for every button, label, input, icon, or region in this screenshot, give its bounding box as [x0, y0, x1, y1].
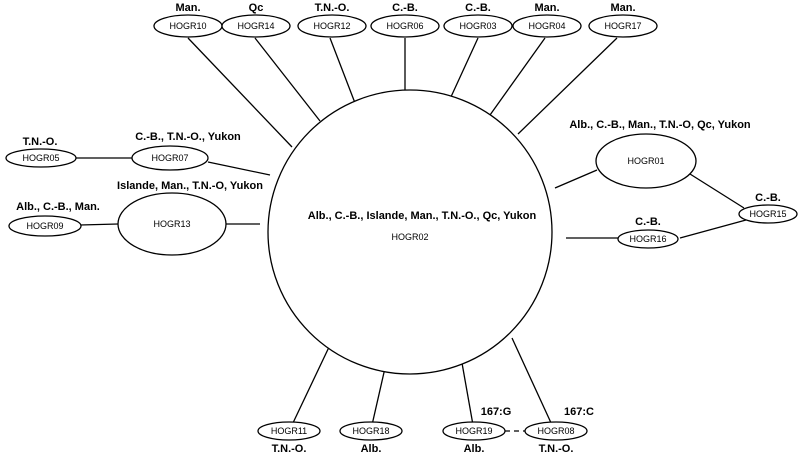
node-hogr17[interactable]: HOGR17 Man.	[588, 2, 658, 38]
edge-hogr02-hogr10	[187, 37, 293, 148]
node-hogr16[interactable]: HOGR16 C.-B.	[617, 216, 679, 249]
node-hogr12[interactable]: HOGR12 T.N.-O.	[297, 2, 367, 38]
edge-hogr09-hogr13	[79, 223, 119, 226]
node-hogr13-id: HOGR13	[153, 219, 190, 229]
node-hogr06[interactable]: HOGR06 C.-B.	[370, 2, 440, 38]
node-hogr04-locations: Man.	[534, 2, 559, 14]
node-hogr02[interactable]: Alb., C.-B., Islande, Man., T.N.-O., Qc,…	[267, 89, 553, 375]
node-hogr01-locations: Alb., C.-B., Man., T.N.-O, Qc, Yukon	[569, 119, 751, 131]
node-hogr14-locations: Qc	[249, 2, 264, 14]
node-hogr09-id: HOGR09	[26, 221, 63, 231]
node-hogr17-locations: Man.	[610, 2, 635, 14]
node-hogr14-id: HOGR14	[237, 21, 274, 31]
node-hogr03[interactable]: HOGR03 C.-B.	[443, 2, 513, 38]
node-hogr18-id: HOGR18	[352, 426, 389, 436]
edge-hogr02-hogr11	[291, 344, 331, 426]
node-hogr16-id: HOGR16	[629, 234, 666, 244]
node-hogr08-locations: T.N.-O.	[539, 443, 574, 455]
node-hogr07-id: HOGR07	[151, 153, 188, 163]
node-hogr10-locations: Man.	[175, 2, 200, 14]
node-hogr03-id: HOGR03	[459, 21, 496, 31]
node-hogr09-locations: Alb., C.-B., Man.	[16, 201, 100, 213]
edge-hogr02-hogr19	[461, 362, 474, 426]
node-hogr08-mutation: 167:C	[564, 406, 594, 418]
node-hogr05[interactable]: HOGR05 T.N.-O.	[5, 136, 77, 168]
edge-hogr07-hogr02	[207, 161, 271, 176]
node-hogr11[interactable]: HOGR11 T.N.-O.	[257, 421, 321, 455]
edge-hogr02-hogr18	[371, 367, 386, 426]
node-hogr01-id: HOGR01	[627, 156, 664, 166]
node-hogr02-id: HOGR02	[391, 232, 428, 242]
node-hogr17-id: HOGR17	[604, 21, 641, 31]
node-hogr05-locations: T.N.-O.	[23, 136, 58, 148]
node-hogr04[interactable]: HOGR04 Man.	[512, 2, 582, 38]
node-hogr13[interactable]: HOGR13 Islande, Man., T.N.-O, Yukon	[117, 180, 263, 256]
edge-hogr02-hogr17	[517, 37, 618, 135]
node-hogr10-id: HOGR10	[169, 21, 206, 31]
node-hogr12-id: HOGR12	[313, 21, 350, 31]
node-hogr18-locations: Alb.	[361, 443, 382, 455]
node-hogr05-id: HOGR05	[22, 153, 59, 163]
node-hogr04-id: HOGR04	[528, 21, 565, 31]
edge-hogr01-hogr15	[689, 173, 745, 209]
node-hogr14[interactable]: HOGR14 Qc	[221, 2, 291, 38]
node-hogr15-locations: C.-B.	[755, 192, 781, 204]
node-hogr07[interactable]: HOGR07 C.-B., T.N.-O., Yukon	[131, 131, 241, 171]
network-edges	[76, 37, 747, 432]
node-hogr15-id: HOGR15	[749, 209, 786, 219]
node-hogr06-locations: C.-B.	[392, 2, 418, 14]
node-hogr01[interactable]: HOGR01 Alb., C.-B., Man., T.N.-O, Qc, Yu…	[569, 119, 751, 189]
node-hogr11-locations: T.N.-O.	[272, 443, 307, 455]
node-hogr19[interactable]: HOGR19 Alb. 167:G	[442, 406, 512, 455]
node-hogr08-id: HOGR08	[537, 426, 574, 436]
edge-hogr02-hogr08	[511, 337, 553, 426]
node-hogr03-locations: C.-B.	[465, 2, 491, 14]
node-hogr19-id: HOGR19	[455, 426, 492, 436]
node-hogr16-locations: C.-B.	[635, 216, 661, 228]
node-hogr12-locations: T.N.-O.	[315, 2, 350, 14]
node-hogr19-locations: Alb.	[464, 443, 485, 455]
node-hogr11-id: HOGR11	[271, 426, 307, 436]
node-hogr13-locations: Islande, Man., T.N.-O, Yukon	[117, 180, 263, 192]
edge-hogr02-hogr04	[489, 37, 546, 116]
node-hogr02-locations: Alb., C.-B., Islande, Man., T.N.-O., Qc,…	[308, 210, 537, 222]
edge-hogr02-hogr01	[554, 169, 598, 189]
edge-hogr02-hogr12	[329, 37, 356, 104]
node-hogr06-id: HOGR06	[386, 21, 423, 31]
edge-hogr02-hogr14	[254, 37, 321, 122]
node-hogr18[interactable]: HOGR18 Alb.	[339, 421, 403, 455]
edge-hogr02-hogr03	[449, 37, 479, 100]
node-hogr09[interactable]: HOGR09 Alb., C.-B., Man.	[8, 201, 100, 237]
node-hogr15[interactable]: HOGR15 C.-B.	[738, 192, 798, 224]
node-hogr10[interactable]: HOGR10 Man.	[153, 2, 223, 38]
edge-hogr16-hogr15	[679, 219, 747, 239]
node-hogr08[interactable]: HOGR08 T.N.-O. 167:C	[524, 406, 594, 455]
node-hogr07-locations: C.-B., T.N.-O., Yukon	[135, 131, 241, 143]
node-hogr19-mutation: 167:G	[481, 406, 512, 418]
